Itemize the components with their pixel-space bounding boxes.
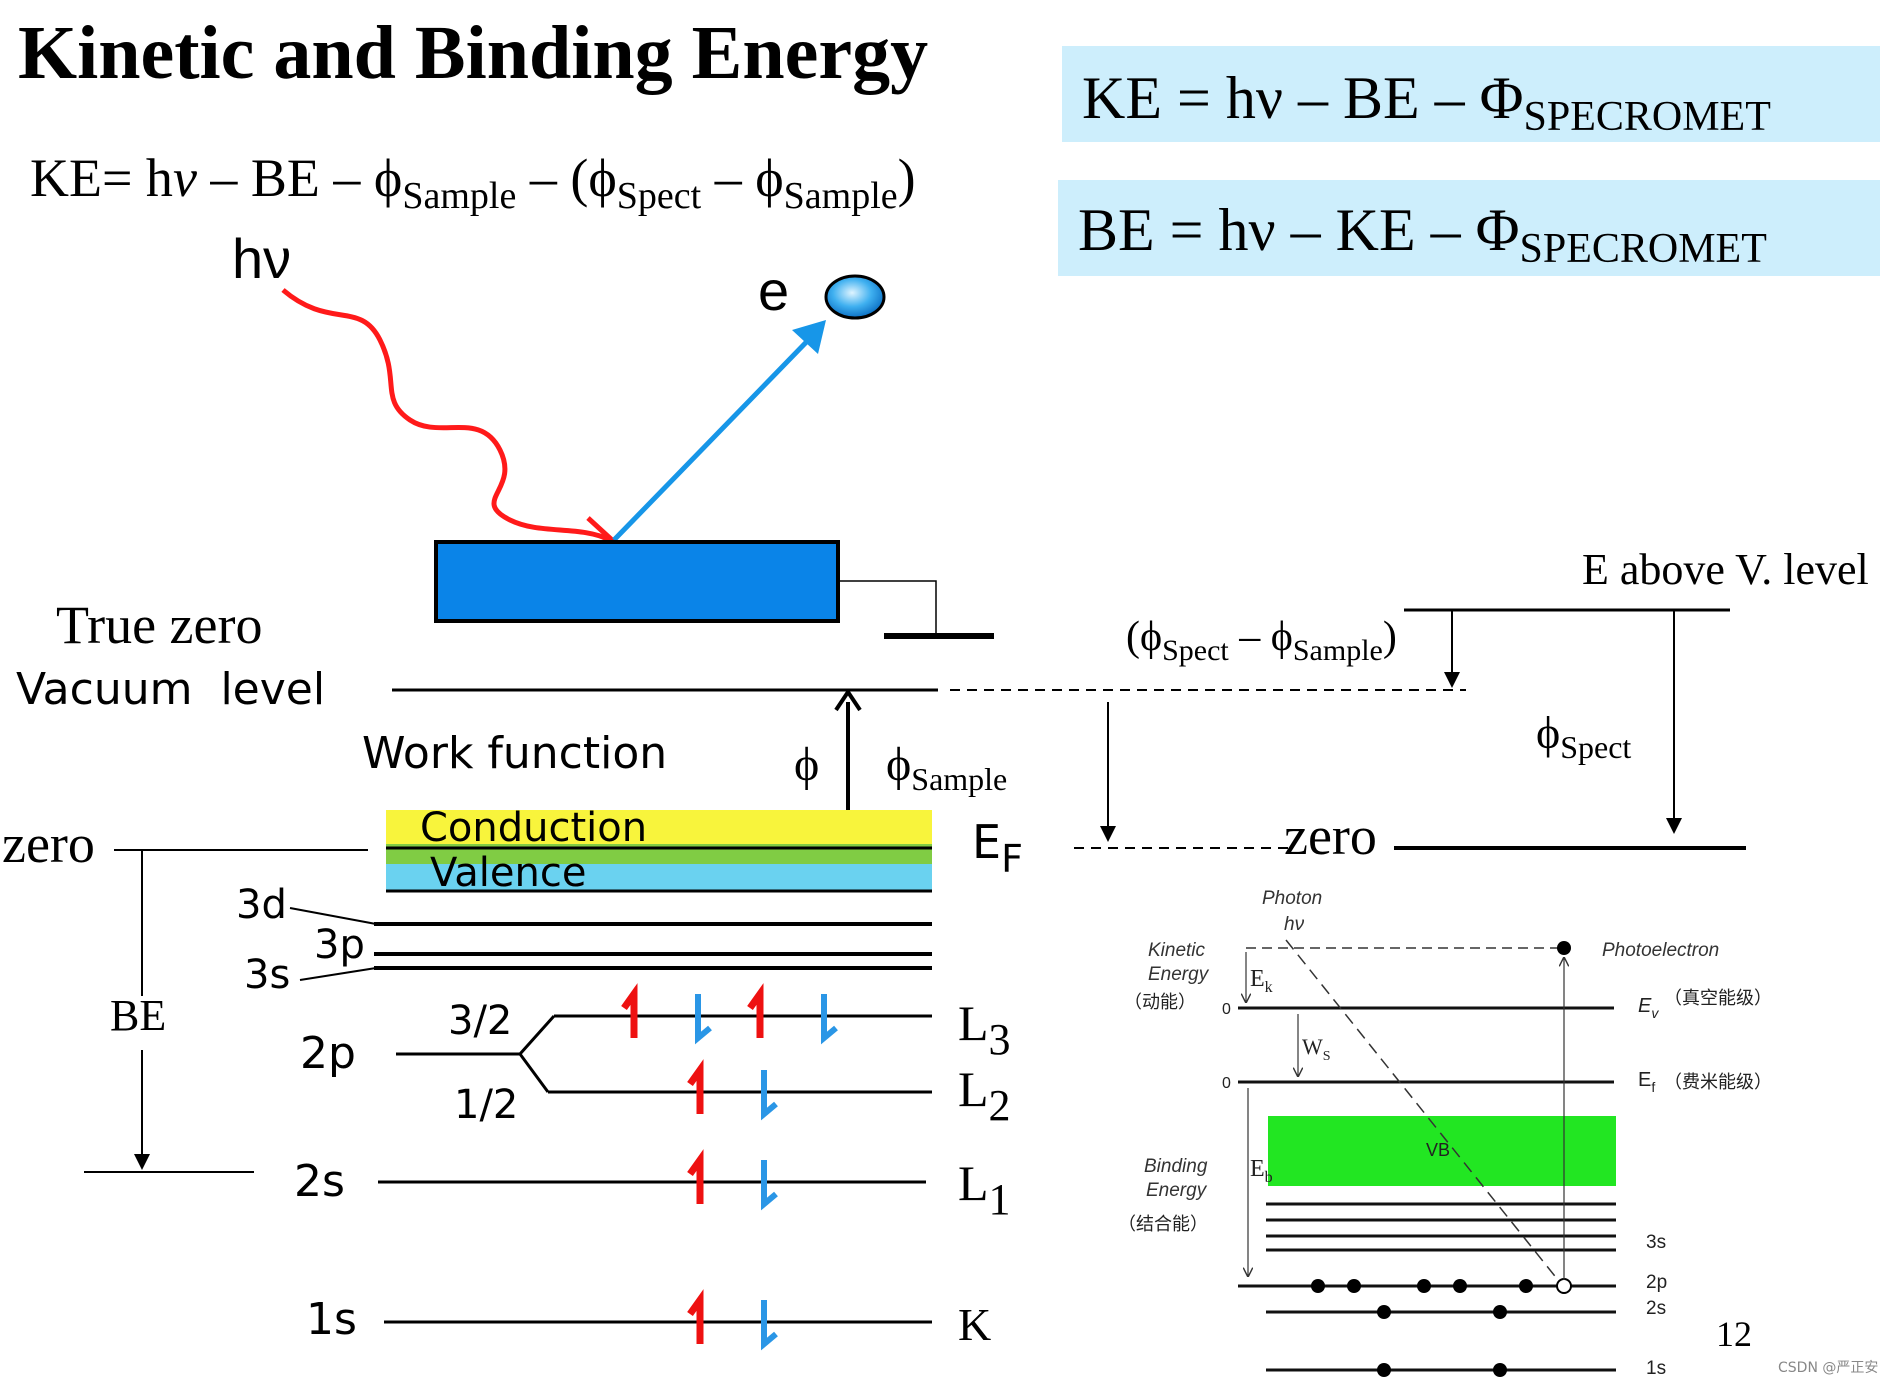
j-12-label: 1/2 (454, 1082, 518, 1128)
inset-electron-2s-2 (1493, 1305, 1507, 1319)
j-32-label: 3/2 (448, 998, 512, 1044)
spin-down-arrow (695, 994, 712, 1045)
inset-ev-cn: （真空能级） (1664, 988, 1772, 1009)
inset-electron-2p-5 (1519, 1279, 1533, 1293)
work-function-label: Work function (362, 728, 667, 779)
be-formula: BE = hν – KE – ΦSPECROMET (1078, 197, 1767, 272)
shell-K-label: K (958, 1299, 991, 1350)
conduction-label: Conduction (420, 805, 647, 851)
electron-spins (621, 983, 838, 1351)
main-equation: KE= hν – BE – ϕSample – (ϕSpect – ϕSampl… (30, 148, 916, 217)
spin-up-arrow (687, 1059, 704, 1114)
shell-L1-label: L1 (958, 1155, 1011, 1224)
be-formula-box (1058, 180, 1880, 276)
inset-binding-label: Binding (1144, 1156, 1208, 1177)
phi-label: ϕ (794, 738, 819, 791)
spin-down-arrow (821, 994, 838, 1045)
inset-vb-label: VB (1426, 1140, 1450, 1160)
inset-photoelectron-label: Photoelectron (1602, 940, 1719, 961)
inset-electron-2p-2 (1347, 1279, 1361, 1293)
photon-wave (281, 288, 612, 543)
orbital-3d-pointer (289, 907, 377, 925)
inset-photoelectron-dot (1557, 941, 1571, 955)
inset-kinetic-energy-label: Energy (1148, 964, 1210, 985)
shell-L2-label: L2 (958, 1061, 1011, 1130)
spin-up-arrow (747, 983, 764, 1038)
fermi-level-label: EF (972, 815, 1023, 881)
inset-2p-label: 2p (1646, 1272, 1667, 1293)
zero-right-label: zero (1284, 806, 1377, 866)
inset-hole-2p (1556, 1278, 1572, 1294)
orbital-2p-label: 2p (300, 1028, 356, 1079)
inset-photon-label: Photon (1262, 888, 1322, 909)
electron-arrowhead (792, 320, 826, 354)
inset-zero-2: 0 (1222, 1075, 1231, 1092)
zero-left-label: zero (2, 814, 95, 874)
photon-label: hν (232, 227, 291, 290)
ke-formula-box (1062, 46, 1880, 142)
spin-up-arrow (687, 1149, 704, 1204)
inset-electron-2p-1 (1311, 1279, 1325, 1293)
inset-binding-energy-label: Energy (1146, 1180, 1208, 1201)
electron-label: e (758, 259, 789, 322)
inset-ws-label: WS (1302, 1034, 1331, 1064)
spin-down-arrow (761, 1300, 778, 1351)
inset-2s-label: 2s (1646, 1298, 1666, 1319)
inset-electron-2p-3 (1417, 1279, 1431, 1293)
valence-label: Valence (430, 850, 586, 896)
inset-hv-label: hν (1284, 914, 1305, 935)
electron-sphere (824, 274, 886, 320)
inset-photon-path (1285, 939, 1559, 1281)
phi-sample-label: ϕSample (886, 738, 1007, 797)
spin-down-arrow (761, 1070, 778, 1121)
spin-up-arrow (687, 1289, 704, 1344)
inset-ek-label: Ek (1250, 966, 1273, 996)
orbital-3s-label: 3s (244, 952, 290, 998)
wf-arrow-up (834, 688, 862, 712)
inset-ef-label: Ef (1638, 1069, 1655, 1095)
spin-orbit-fork (518, 1014, 556, 1093)
inset-1s-label: 1s (1646, 1358, 1666, 1379)
inset-ev-label: Ev (1638, 995, 1659, 1021)
true-zero-label: True zero (56, 595, 262, 655)
sample-block (434, 540, 840, 623)
page-number: 12 (1716, 1314, 1752, 1354)
electron-path (612, 326, 822, 542)
inset-kinetic-cn: （动能） (1124, 992, 1196, 1013)
page-title: Kinetic and Binding Energy (18, 11, 928, 95)
spin-up-arrow (621, 983, 638, 1038)
phi-diff-label: (ϕSpect – ϕSample) (1126, 614, 1397, 667)
conduction-band (386, 810, 932, 844)
xps-inset-diagram: Photon hν Photoelectron Kinetic Energy （… (1118, 888, 1772, 1379)
ke-formula: KE = hν – BE – ΦSPECROMET (1082, 65, 1771, 140)
watermark: CSDN @严正安 (1778, 1360, 1878, 1376)
inset-eb-label: Eb (1250, 1156, 1273, 1186)
orbital-2s-label: 2s (294, 1156, 345, 1207)
orbital-3p-label: 3p (314, 922, 365, 968)
inset-binding-cn: （结合能） (1118, 1214, 1208, 1235)
inset-kinetic-label: Kinetic (1148, 940, 1206, 961)
ground-wire (838, 580, 937, 634)
inset-electron-1s-2 (1493, 1363, 1507, 1377)
e-above-vacuum-label: E above V. level (1582, 545, 1869, 594)
inset-electron-2s-1 (1377, 1305, 1391, 1319)
inset-electron-1s-1 (1377, 1363, 1391, 1377)
orbital-3s-pointer (299, 967, 377, 981)
inset-3s-label: 3s (1646, 1232, 1666, 1253)
be-label: BE (110, 991, 166, 1040)
valence-band (386, 864, 932, 892)
inset-zero-1: 0 (1222, 1001, 1231, 1018)
phi-spect-label: ϕSpect (1536, 707, 1631, 765)
inset-electron-2p-4 (1453, 1279, 1467, 1293)
shell-L3-label: L3 (958, 995, 1011, 1064)
vacuum-level-label: Vacuum level (16, 664, 325, 715)
orbital-3d-label: 3d (236, 882, 287, 928)
orbital-1s-label: 1s (306, 1294, 357, 1345)
spin-down-arrow (761, 1160, 778, 1211)
inset-vb-band (1268, 1116, 1616, 1186)
inset-ef-cn: （费米能级） (1664, 1072, 1772, 1093)
